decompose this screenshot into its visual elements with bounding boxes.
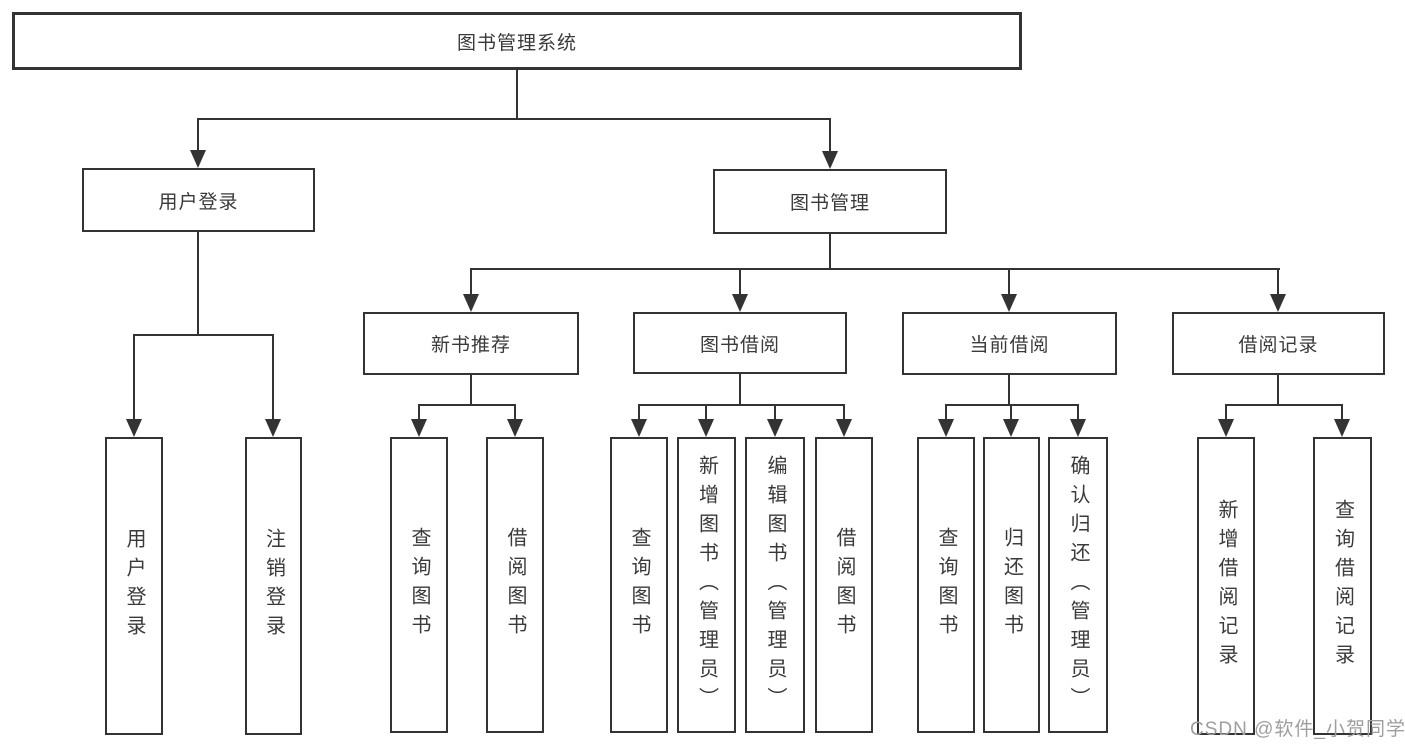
connector bbox=[638, 404, 640, 422]
connector bbox=[1008, 375, 1010, 406]
arrow-down-icon bbox=[507, 419, 523, 437]
connector bbox=[945, 404, 1079, 406]
connector bbox=[945, 404, 947, 422]
leaf-current-query: 查询图书 bbox=[917, 437, 975, 733]
connector bbox=[705, 404, 707, 422]
connector bbox=[1225, 404, 1343, 406]
connector bbox=[829, 234, 831, 270]
arrow-down-icon bbox=[836, 419, 852, 437]
connector bbox=[1277, 375, 1279, 406]
connector bbox=[418, 404, 420, 422]
leaf-borrow-edit-admin: 编辑图书（管理员） bbox=[745, 437, 805, 733]
arrow-down-icon bbox=[698, 419, 714, 437]
connector bbox=[197, 118, 831, 120]
connector bbox=[1277, 268, 1279, 296]
leaf-current-confirm-admin: 确认归还（管理员） bbox=[1048, 437, 1108, 733]
connector bbox=[1010, 404, 1012, 422]
node-book-management: 图书管理 bbox=[713, 169, 947, 234]
arrow-down-icon bbox=[265, 419, 281, 437]
arrow-down-icon bbox=[938, 419, 954, 437]
connector bbox=[470, 375, 472, 406]
leaf-borrow-borrow: 借阅图书 bbox=[815, 437, 873, 733]
leaf-logout: 注销登录 bbox=[245, 437, 302, 735]
connector bbox=[739, 374, 741, 406]
arrow-down-icon bbox=[411, 419, 427, 437]
connector bbox=[774, 404, 776, 422]
arrow-down-icon bbox=[1070, 419, 1086, 437]
connector bbox=[197, 232, 199, 336]
connector bbox=[197, 118, 199, 152]
arrow-down-icon bbox=[1218, 419, 1234, 437]
connector bbox=[272, 334, 274, 420]
leaf-records-add: 新增借阅记录 bbox=[1197, 437, 1255, 735]
arrow-down-icon bbox=[767, 419, 783, 437]
connector bbox=[133, 334, 274, 336]
arrow-down-icon bbox=[1334, 419, 1350, 437]
leaf-records-query: 查询借阅记录 bbox=[1313, 437, 1372, 735]
node-user-login: 用户登录 bbox=[82, 168, 315, 232]
arrow-down-icon bbox=[631, 419, 647, 437]
node-borrow-records: 借阅记录 bbox=[1172, 312, 1385, 375]
leaf-current-return: 归还图书 bbox=[983, 437, 1040, 733]
node-book-borrowing: 图书借阅 bbox=[633, 312, 847, 374]
arrow-down-icon bbox=[463, 294, 479, 312]
arrow-down-icon bbox=[1270, 294, 1286, 312]
arrow-down-icon bbox=[822, 151, 838, 169]
node-library-system: 图书管理系统 bbox=[12, 12, 1022, 70]
arrow-down-icon bbox=[732, 294, 748, 312]
node-current-borrowing: 当前借阅 bbox=[902, 312, 1117, 375]
connector bbox=[1008, 268, 1010, 296]
csdn-watermark: CSDN @软件_小贺同学 bbox=[1190, 719, 1405, 740]
connector bbox=[1341, 404, 1343, 422]
leaf-newbook-query: 查询图书 bbox=[390, 437, 448, 733]
connector bbox=[739, 268, 741, 296]
arrow-down-icon bbox=[126, 419, 142, 437]
connector bbox=[418, 404, 516, 406]
leaf-borrow-add-admin: 新增图书（管理员） bbox=[677, 437, 736, 733]
arrow-down-icon bbox=[190, 150, 206, 168]
connector bbox=[1225, 404, 1227, 422]
connector bbox=[516, 70, 518, 120]
connector bbox=[843, 404, 845, 422]
node-new-book-recommend: 新书推荐 bbox=[363, 312, 579, 375]
leaf-borrow-query: 查询图书 bbox=[610, 437, 668, 733]
connector bbox=[829, 118, 831, 152]
connector bbox=[514, 404, 516, 422]
arrow-down-icon bbox=[1001, 294, 1017, 312]
arrow-down-icon bbox=[1003, 419, 1019, 437]
connector bbox=[470, 268, 472, 296]
leaf-newbook-borrow: 借阅图书 bbox=[486, 437, 544, 733]
leaf-user-login: 用户登录 bbox=[105, 437, 163, 735]
connector bbox=[1077, 404, 1079, 422]
connector bbox=[638, 404, 845, 406]
connector bbox=[470, 268, 1280, 270]
connector bbox=[133, 334, 135, 420]
